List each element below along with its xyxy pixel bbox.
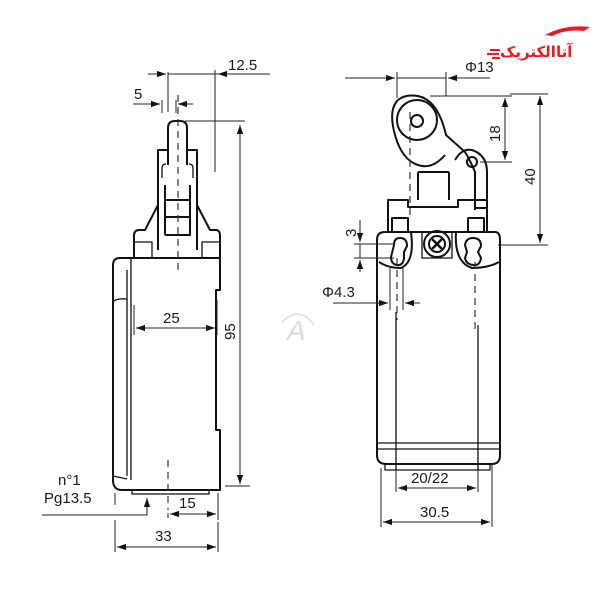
lever-hub <box>454 148 488 209</box>
dim-slot-height: 3 <box>343 229 360 237</box>
dim-mount-spacing: 20/22 <box>411 470 449 487</box>
dim-actuator-height: 40 <box>522 168 539 185</box>
dim-total-depth: 33 <box>155 528 172 545</box>
roller-wheel <box>396 99 438 141</box>
swoosh-icon <box>545 26 590 36</box>
lever-pivot <box>466 156 478 168</box>
head-block <box>387 199 488 232</box>
neck-flare <box>133 204 221 258</box>
mount-slot-left <box>390 237 408 267</box>
bottom-rim <box>384 464 491 471</box>
switch-body-front <box>376 231 501 465</box>
speed-lines-icon <box>487 49 500 59</box>
watermark-logo-icon: A <box>285 315 306 346</box>
watermark: A <box>281 313 315 346</box>
mount-slot-right <box>464 237 482 267</box>
conduit-rim <box>131 490 210 495</box>
side-view: 12.5 5 95 25 n°1 Pg13.5 15 33 <box>42 57 270 552</box>
brand-logo-text: آتاالکتریک <box>500 43 573 61</box>
dim-total-height: 95 <box>222 323 239 340</box>
actuator-stem <box>417 171 450 200</box>
roller-axle <box>410 114 424 128</box>
roller-arm <box>391 94 476 210</box>
switch-body <box>112 257 221 491</box>
dim-conduit-label-2: Pg13.5 <box>44 490 92 507</box>
dim-roller-arm: 18 <box>487 125 504 142</box>
terminal-screw <box>428 235 446 253</box>
screw-cross-icon <box>431 238 443 250</box>
dim-plunger-offset: 12.5 <box>228 57 257 74</box>
front-view: Φ13 18 40 3 Φ4.3 20/22 30.5 <box>322 59 548 527</box>
dim-conduit-label-1: n°1 <box>58 472 81 489</box>
dim-roller-diameter: Φ13 <box>465 59 494 76</box>
dim-plunger-width: 5 <box>134 86 142 103</box>
dim-mount-hole: Φ4.3 <box>322 284 355 301</box>
terminal-screw-outer <box>423 230 451 258</box>
dim-body-inner-width: 25 <box>163 310 180 327</box>
dim-conduit-offset: 15 <box>179 495 196 512</box>
dim-total-width: 30.5 <box>420 504 449 521</box>
brand-logo: آتاالکتریک <box>487 26 590 61</box>
plunger-housing <box>157 149 198 250</box>
